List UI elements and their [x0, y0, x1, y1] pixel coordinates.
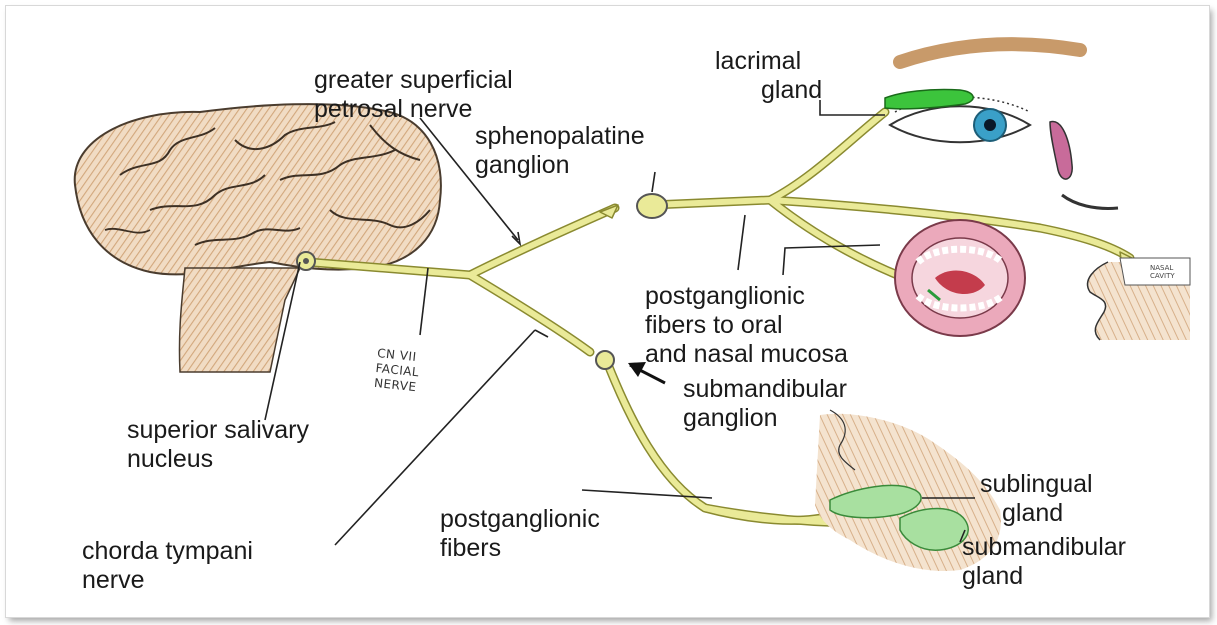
label-line: CAVITY — [1150, 272, 1175, 280]
label-line: fibers — [440, 534, 600, 563]
label-line: ganglion — [475, 151, 645, 180]
label-line: ganglion — [683, 404, 847, 433]
label-line: sublingual — [980, 470, 1093, 499]
label-chorda-tympani-nerve: chorda tympani nerve — [82, 537, 253, 595]
label-line: fibers to oral — [645, 311, 848, 340]
label-line: NASAL — [1150, 264, 1175, 272]
label-line: gland — [980, 499, 1093, 528]
label-superior-salivary-nucleus: superior salivary nucleus — [127, 416, 309, 474]
submandibular-ganglion-dot — [596, 351, 614, 369]
label-greater-superficial-petrosal-nerve: greater superficial petrosal nerve — [314, 66, 513, 124]
eye-illustration — [890, 44, 1118, 208]
label-line: nucleus — [127, 445, 309, 474]
label-line: gland — [962, 562, 1126, 591]
label-sublingual-gland: sublingual gland — [980, 470, 1093, 528]
label-line: and nasal mucosa — [645, 340, 848, 369]
label-cn-vii-facial-nerve: CN VII FACIAL NERVE — [373, 346, 421, 395]
label-line: nerve — [82, 566, 253, 595]
label-line: postganglionic — [645, 282, 848, 311]
label-line: submandibular — [962, 533, 1126, 562]
label-line: sphenopalatine — [475, 122, 645, 151]
label-line: chorda tympani — [82, 537, 253, 566]
sphenopalatine-ganglion-dot — [637, 194, 667, 218]
label-lacrimal-gland: lacrimal gland — [715, 47, 822, 105]
label-submandibular-ganglion: submandibular ganglion — [683, 375, 847, 433]
oral-cavity-illustration — [895, 220, 1025, 336]
label-line: superior salivary — [127, 416, 309, 445]
label-postganglionic-oral-nasal: postganglionic fibers to oral and nasal … — [645, 282, 848, 369]
label-line: lacrimal — [715, 47, 822, 76]
label-line: postganglionic — [440, 505, 600, 534]
label-line: submandibular — [683, 375, 847, 404]
label-line: gland — [715, 76, 822, 105]
label-sphenopalatine-ganglion: sphenopalatine ganglion — [475, 122, 645, 180]
label-line: greater superficial — [314, 66, 513, 95]
label-line: petrosal nerve — [314, 95, 513, 124]
label-nasal-cavity: NASAL CAVITY — [1150, 264, 1175, 280]
label-submandibular-gland: submandibular gland — [962, 533, 1126, 591]
brain-illustration — [75, 104, 441, 372]
label-postganglionic-fibers: postganglionic fibers — [440, 505, 600, 563]
